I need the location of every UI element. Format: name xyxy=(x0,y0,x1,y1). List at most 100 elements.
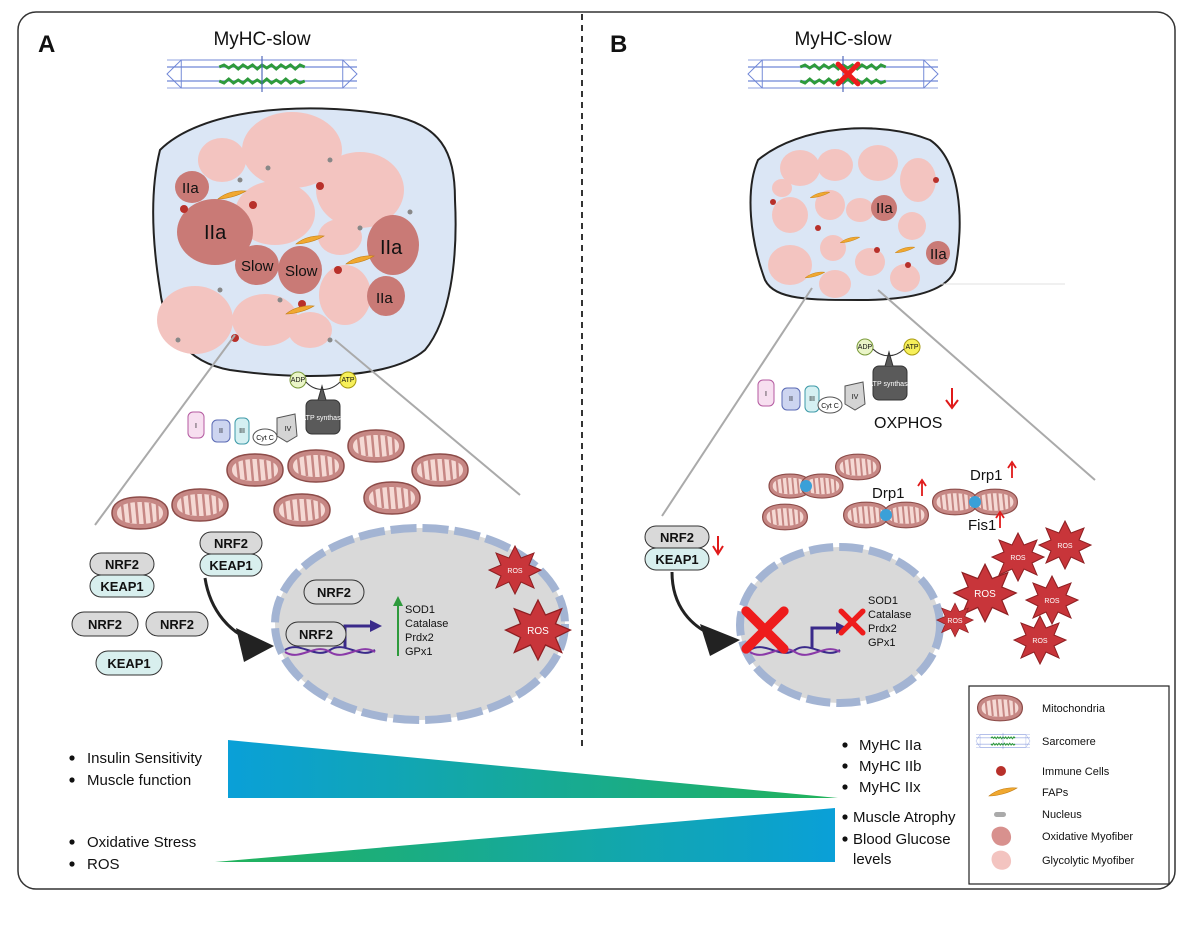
bullet-blood-glucose: Blood Glucose xyxy=(853,831,951,848)
etc-b-atp: ATP xyxy=(905,344,918,351)
gene-gpx1-a: GPx1 xyxy=(405,646,433,658)
etc-adp: ADP xyxy=(291,377,306,384)
bullet-myhc-iib: MyHC IIb xyxy=(859,758,922,775)
mitochondria-icon xyxy=(346,428,406,464)
keap1-pill xyxy=(95,650,163,676)
nrf2-label-2: NRF2 xyxy=(214,536,248,551)
arrowhead-a xyxy=(236,628,274,662)
bullet-levels: levels xyxy=(853,851,891,868)
ros-label-a2: ROS xyxy=(527,626,549,637)
legend-label-immune-cells: Immune Cells xyxy=(1042,766,1110,778)
glycolytic-myofiber-icon xyxy=(991,850,1012,870)
bullet-list-right-bottom: Muscle Atrophy Blood Glucose levels xyxy=(842,809,956,868)
nucleus-b xyxy=(736,543,944,707)
mitochondria-icon xyxy=(272,492,332,528)
mitochondria-icon xyxy=(834,453,882,481)
nrf2-pill xyxy=(285,621,347,647)
fiber-label-iia-4: IIa xyxy=(376,290,393,307)
keap1-label-1: KEAP1 xyxy=(100,579,143,594)
etc-complex-iv: IV xyxy=(285,426,292,433)
nrf2-b-label: NRF2 xyxy=(660,530,694,545)
drp1-label-b: Drp1 xyxy=(970,467,1003,484)
up-arrow-icon xyxy=(1007,460,1017,478)
fission-site-icon xyxy=(969,496,981,508)
fiber-label-iia-2: IIa xyxy=(204,222,227,244)
gene-sod1-a: SOD1 xyxy=(405,604,435,616)
nrf2-nuc-label-1: NRF2 xyxy=(317,585,351,600)
bullet-muscle-function: Muscle function xyxy=(87,772,191,789)
electron-transport-chain-a xyxy=(187,371,357,446)
gene-prdx2-a: Prdx2 xyxy=(405,632,434,644)
gene-catalase-a: Catalase xyxy=(405,618,448,630)
bullet-myhc-iix: MyHC IIx xyxy=(859,779,921,796)
nrf2-label-1: NRF2 xyxy=(105,557,139,572)
panel-b-letter: B xyxy=(610,31,627,58)
keap1-label-2: KEAP1 xyxy=(209,558,252,573)
ros-b-label-1: ROS xyxy=(1010,555,1026,562)
etc-b-complex-i: I xyxy=(765,391,767,398)
legend-label-mitochondria: Mitochondria xyxy=(1042,703,1106,715)
fiber-label-b-iia-1: IIa xyxy=(876,200,893,217)
bullet-list-right-top: MyHC IIa MyHC IIb MyHC IIx xyxy=(842,737,922,796)
down-arrow-icon xyxy=(945,388,959,410)
fiber-label-iia-1: IIa xyxy=(182,180,199,197)
fiber-label-b-iia-2: IIa xyxy=(930,246,947,263)
bullet-insulin-sensitivity: Insulin Sensitivity xyxy=(87,750,203,767)
muscle-cross-section-b xyxy=(749,127,961,302)
etc-b-adp: ADP xyxy=(858,344,873,351)
mitochondria-icon xyxy=(761,503,809,531)
zoom-line-b-left xyxy=(661,287,813,517)
nrf2-label-4: NRF2 xyxy=(160,617,194,632)
gene-sod1-b: SOD1 xyxy=(868,595,898,607)
zoom-line-a-right xyxy=(334,339,521,496)
zoom-line-a-left xyxy=(94,334,236,526)
oxphos-label: OXPHOS xyxy=(874,415,942,432)
etc-b-complex-iii: III xyxy=(809,396,815,403)
immune-cell-icon xyxy=(996,766,1006,776)
gene-prdx2-b: Prdx2 xyxy=(868,623,897,635)
etc-cytc: Cyt C xyxy=(256,435,274,442)
gene-gpx1-b: GPx1 xyxy=(868,637,896,649)
etc-b-complex-ii: II xyxy=(789,396,793,403)
keap1-pill xyxy=(199,553,263,577)
drp1-label-a: Drp1 xyxy=(872,485,905,502)
etc-atp-synthase: ATP synthase xyxy=(302,415,345,422)
nucleus-icon xyxy=(994,812,1006,817)
ros-b-label-6: ROS xyxy=(947,618,963,625)
keap1-b-label: KEAP1 xyxy=(655,552,698,567)
mitochondria-icon xyxy=(225,452,285,488)
etc-complex-i: I xyxy=(195,423,197,430)
oxidative-myofiber-icon xyxy=(991,826,1012,846)
gradient-wedge-decreasing xyxy=(228,740,838,798)
mitochondria-icon xyxy=(110,495,170,531)
legend: Mitochondria Sarcomere Immune Cells FAPs… xyxy=(968,685,1170,885)
nrf2-pill xyxy=(71,611,139,637)
legend-label-sarcomere: Sarcomere xyxy=(1042,736,1096,748)
mitochondria-icon xyxy=(170,487,230,523)
legend-label-glycolytic: Glycolytic Myofiber xyxy=(1042,855,1135,867)
up-arrow-icon xyxy=(917,478,927,496)
mitochondria-icon xyxy=(362,480,422,516)
etc-atp: ATP xyxy=(341,377,354,384)
etc-complex-iii: III xyxy=(239,428,245,435)
mitochondria-icon xyxy=(410,452,470,488)
bullet-muscle-atrophy: Muscle Atrophy xyxy=(853,809,956,826)
mitochondria-icon xyxy=(976,694,1024,722)
gene-catalase-b: Catalase xyxy=(868,609,911,621)
fiber-label-iia-3: IIa xyxy=(380,237,403,259)
electron-transport-chain-b xyxy=(757,338,921,414)
panel-b-title: MyHC-slow xyxy=(794,29,891,50)
panel-a-title: MyHC-slow xyxy=(213,29,310,50)
bullet-oxidative-stress: Oxidative Stress xyxy=(87,834,196,851)
fiber-label-slow-1: Slow xyxy=(241,258,274,275)
down-arrow-icon xyxy=(712,536,724,556)
etc-b-atp-synthase: ATP synthase xyxy=(869,381,912,388)
nrf2-nuc-label-2: NRF2 xyxy=(299,627,333,642)
etc-b-complex-iv: IV xyxy=(852,394,859,401)
ros-b-label-2: ROS xyxy=(1057,543,1073,550)
bullet-list-left-bottom: Oxidative Stress ROS xyxy=(69,834,196,873)
keap1-pill xyxy=(644,547,710,571)
bullet-ros: ROS xyxy=(87,856,120,873)
legend-label-nucleus: Nucleus xyxy=(1042,809,1082,821)
